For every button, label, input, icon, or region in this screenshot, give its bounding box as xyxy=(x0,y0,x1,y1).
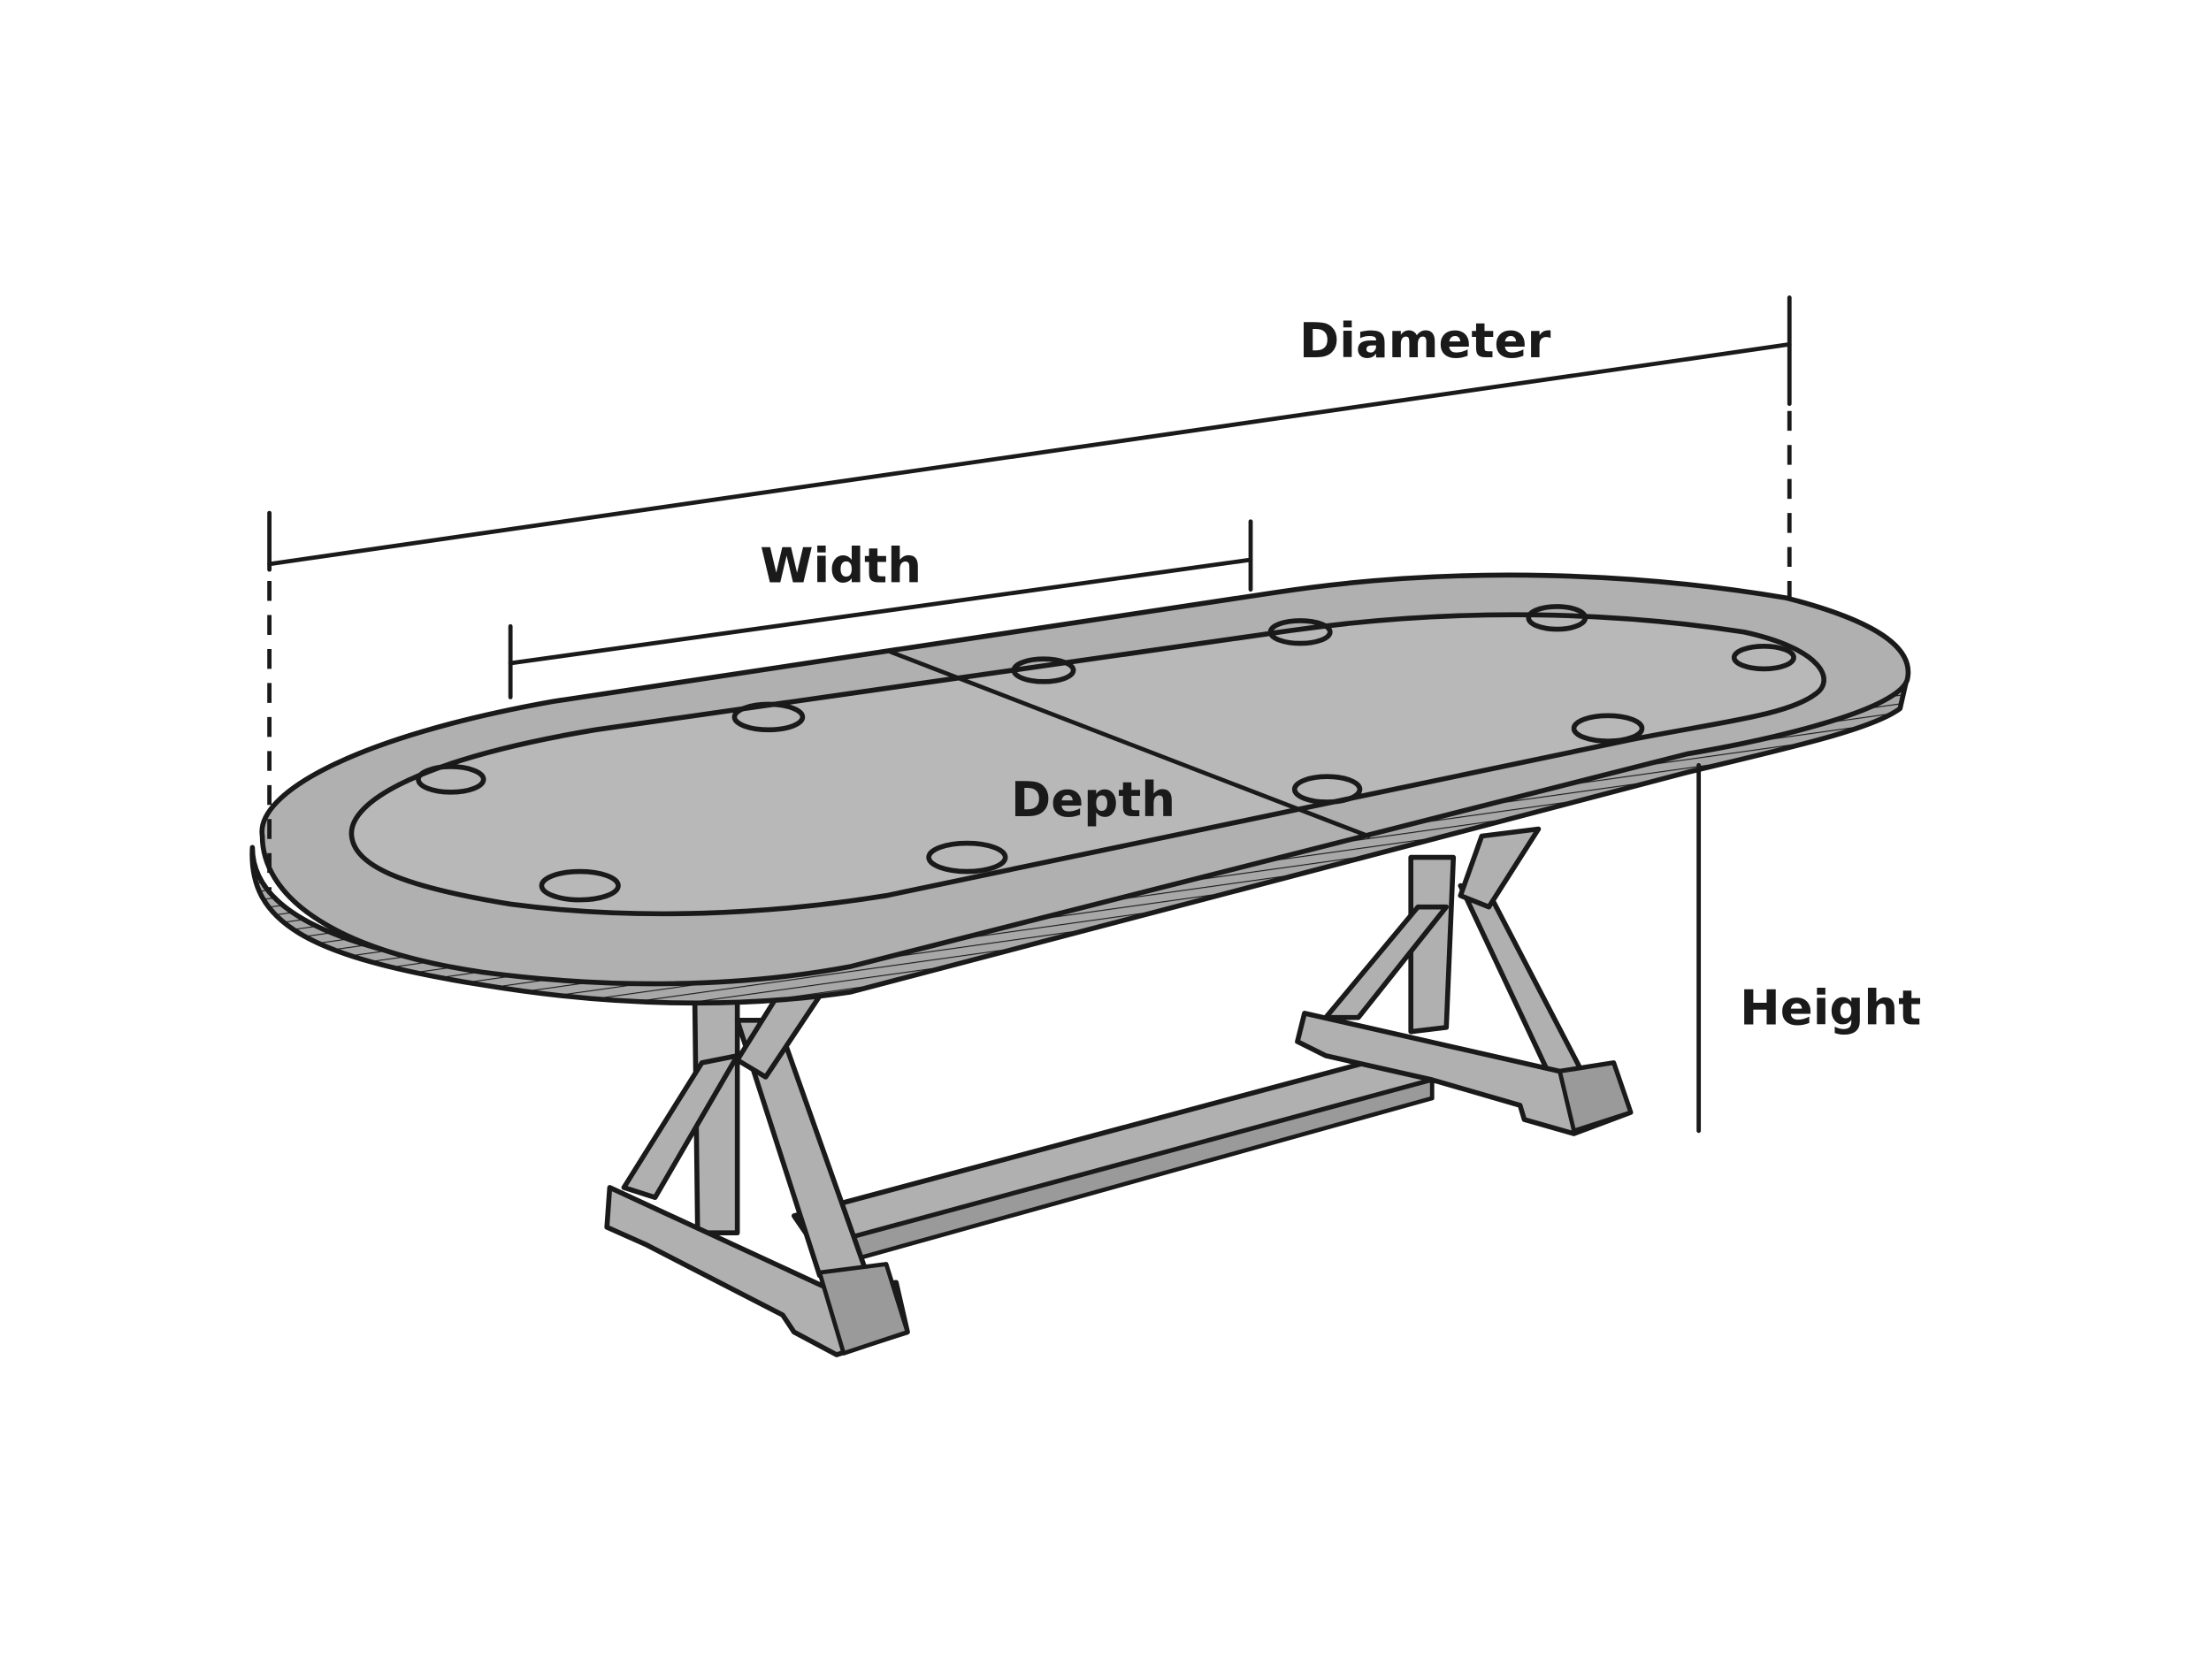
right-leg xyxy=(1295,826,1634,1136)
cup-holders xyxy=(416,604,1796,903)
diameter-measure-line xyxy=(267,342,1792,567)
table-base xyxy=(604,826,1634,1357)
depth-label: Depth xyxy=(1011,771,1175,828)
height-label: Height xyxy=(1740,980,1921,1036)
diameter-label: Diameter xyxy=(1299,312,1550,369)
dimension-lines xyxy=(267,295,1792,1134)
stretcher-beam-side xyxy=(813,1077,1435,1271)
width-measure-line xyxy=(508,557,1253,666)
stretcher-beam xyxy=(791,1046,1435,1250)
left-leg xyxy=(604,989,910,1357)
table-felt-surface xyxy=(348,612,1826,917)
width-label: Width xyxy=(760,538,922,594)
table-top xyxy=(249,572,1911,1006)
depth-measure-line xyxy=(888,649,1371,838)
